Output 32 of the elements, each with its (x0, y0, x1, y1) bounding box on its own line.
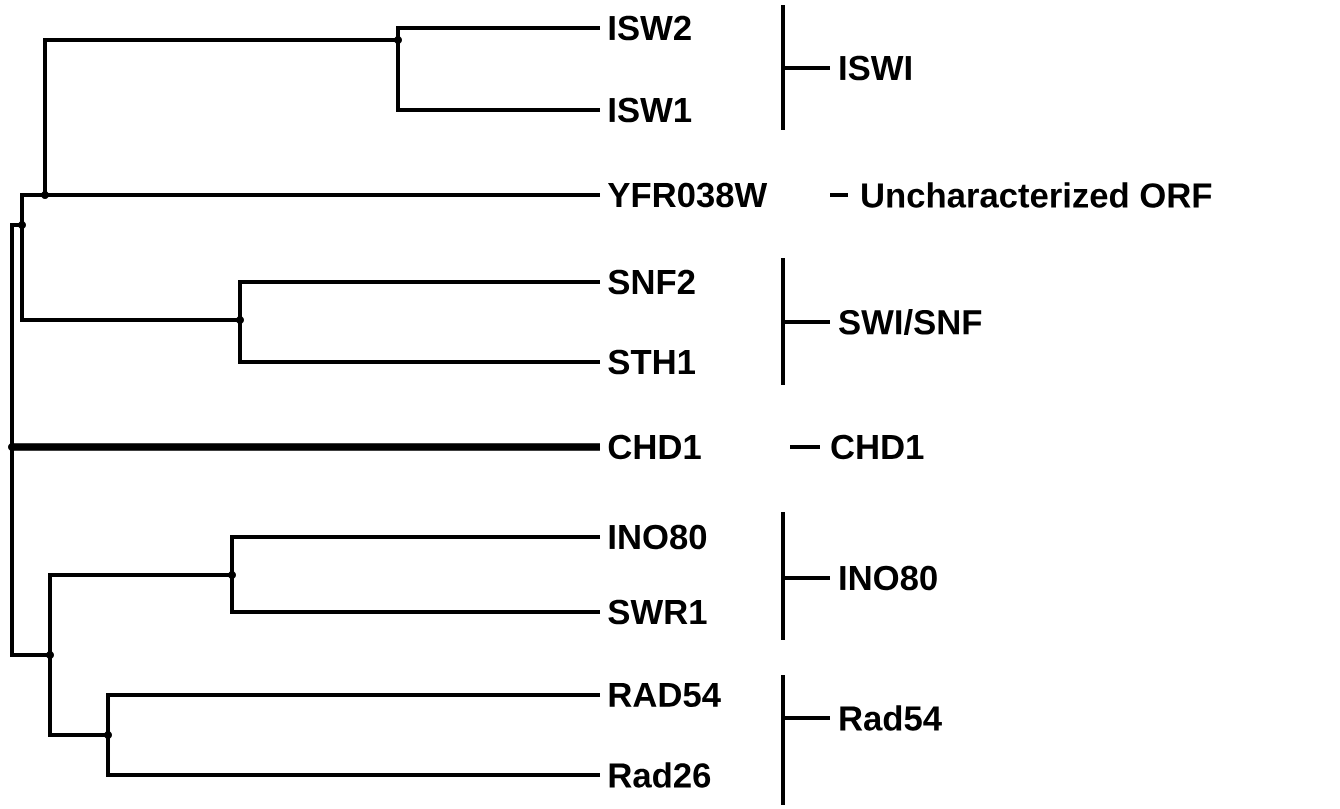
tree-branch (230, 575, 600, 614)
tree-branch (10, 223, 22, 447)
leaf-label: CHD1 (608, 434, 701, 460)
tree-branch (396, 26, 600, 40)
leaf-label: INO80 (609, 524, 707, 550)
tree-branch (20, 193, 45, 225)
tree-branch (45, 193, 600, 197)
tree-branch (48, 655, 108, 737)
leaf-label: YFR038W (607, 182, 768, 208)
group-label: INO80 (840, 565, 937, 591)
group-label: CHD1 (831, 434, 924, 460)
group-label: Uncharacterized ORF (862, 182, 1212, 208)
leaf-label: SNF2 (608, 269, 695, 295)
tree-branch (238, 280, 600, 320)
leaf-label: ISW2 (609, 15, 691, 41)
tree-branch (230, 535, 600, 575)
group-label: Rad54 (840, 705, 942, 731)
leaf-label: RAD54 (609, 682, 721, 708)
tree-branch (396, 40, 600, 112)
tree-branch (48, 573, 232, 655)
tree-branch (20, 225, 240, 322)
group-label: SWI/SNF (839, 309, 982, 335)
leaf-label: Rad26 (609, 762, 711, 788)
tree-branch (10, 447, 50, 657)
leaf-label: SWR1 (608, 599, 707, 625)
tree-branch (238, 320, 600, 364)
tree-branch (106, 693, 600, 735)
group-label: ISWI (840, 55, 911, 81)
leaf-label: STH1 (608, 349, 695, 375)
tree-branch (106, 735, 600, 777)
leaf-label: ISW1 (609, 97, 692, 123)
tree-branch (43, 38, 398, 195)
